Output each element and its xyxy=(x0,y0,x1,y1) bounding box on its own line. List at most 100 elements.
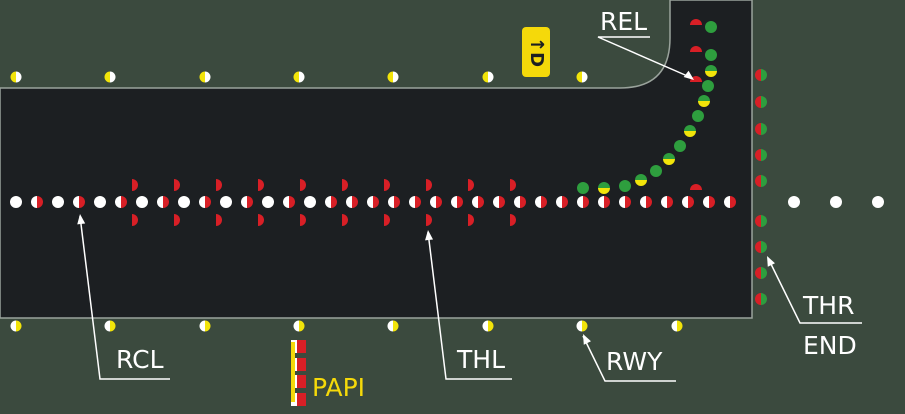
leader-lines xyxy=(77,36,862,382)
taxiway-edge-light xyxy=(293,71,305,83)
centerline-light-white-red xyxy=(430,196,442,208)
threshold-end-light xyxy=(755,69,767,81)
thl-light-upper xyxy=(426,179,432,191)
centerline-light-white-red xyxy=(556,196,568,208)
centerline-light-white-red xyxy=(241,196,253,208)
runway-edge-light xyxy=(482,320,494,332)
papi-light-red xyxy=(297,358,306,371)
thl-light-upper xyxy=(174,179,180,191)
papi-light-red xyxy=(297,340,306,353)
lead-off-light-green-yellow xyxy=(635,174,647,186)
leader-rcl-arrowhead xyxy=(77,214,86,225)
taxiway-edge-light xyxy=(387,71,399,83)
centerline-light-white-red xyxy=(598,196,610,208)
thl-light-lower xyxy=(300,214,306,226)
papi-light-red xyxy=(297,393,306,406)
centerline-light-white-red xyxy=(493,196,505,208)
lead-off-light-green xyxy=(619,180,631,192)
papi-light-white xyxy=(291,393,302,406)
lead-off-light-green xyxy=(692,110,704,122)
leader-rwy xyxy=(582,335,676,382)
lead-off-light-green xyxy=(705,21,717,33)
lead-off-light-green xyxy=(650,165,662,177)
centerline-light-white-red xyxy=(31,196,43,208)
centerline-light-white-red xyxy=(472,196,484,208)
lead-off-light-green-yellow xyxy=(698,95,710,107)
leader-rel xyxy=(597,36,693,79)
label-end: END xyxy=(803,331,857,360)
rel-light xyxy=(690,76,702,82)
centerline-light-white xyxy=(262,196,274,208)
lead-off-light-green-yellow xyxy=(684,125,696,137)
pavement xyxy=(0,0,753,319)
label-rwy: RWY xyxy=(606,347,663,376)
threshold-end-light xyxy=(755,241,767,253)
centerline-light-white-red xyxy=(73,196,85,208)
runway-edge-light xyxy=(671,320,683,332)
runway-edge-light xyxy=(293,320,305,332)
centerline-light-white xyxy=(10,196,22,208)
label-thl: THL xyxy=(456,345,505,374)
threshold-end-light xyxy=(755,293,767,305)
centerline-light-white xyxy=(178,196,190,208)
leader-thl-arrowhead xyxy=(425,230,434,241)
centerline-light-white-red xyxy=(661,196,673,208)
runway-edge-light xyxy=(199,320,211,332)
centerline-light-white-red xyxy=(325,196,337,208)
thl-light-upper xyxy=(258,179,264,191)
threshold-end-light xyxy=(755,149,767,161)
label-rel: REL xyxy=(600,7,647,36)
thl-light-lower xyxy=(216,214,222,226)
thl-light-lower xyxy=(132,214,138,226)
centerline-light-white-red xyxy=(157,196,169,208)
runway-edge-light xyxy=(387,320,399,332)
centerline-light-white-red xyxy=(535,196,547,208)
centerline-light-white-red xyxy=(367,196,379,208)
centerline-light-white-red xyxy=(115,196,127,208)
centerline-light-white xyxy=(94,196,106,208)
leader-rcl xyxy=(79,215,170,380)
thl-light-lower xyxy=(510,214,516,226)
taxiway-edge-light xyxy=(576,71,588,83)
papi-light-yellow-strip xyxy=(291,342,295,402)
centerline-light-white-red xyxy=(619,196,631,208)
papi-light-red xyxy=(297,375,306,388)
leader-rwy-arrowhead xyxy=(583,334,591,345)
leader-thl xyxy=(427,231,512,380)
threshold-end-light xyxy=(755,123,767,135)
lead-off-light-green-yellow xyxy=(663,153,675,165)
threshold-end-light xyxy=(755,175,767,187)
papi-light-white xyxy=(291,358,302,371)
papi-unit xyxy=(291,340,306,406)
centerline-light-white xyxy=(220,196,232,208)
approach-light-white xyxy=(788,196,800,208)
approach-light-white xyxy=(872,196,884,208)
papi-light-white xyxy=(291,375,302,388)
label-thr: THR xyxy=(802,291,854,320)
thl-light-upper xyxy=(300,179,306,191)
sign-glyph: ↑D xyxy=(526,37,547,67)
sign-panel xyxy=(522,27,550,77)
thl-light-upper xyxy=(132,179,138,191)
centerline-light-white-red xyxy=(409,196,421,208)
approach-light-white xyxy=(830,196,842,208)
threshold-end-light xyxy=(755,267,767,279)
runway-edge-light xyxy=(104,320,116,332)
label-papi: PAPI xyxy=(312,373,365,402)
centerline-light-white-red xyxy=(577,196,589,208)
papi-light-white xyxy=(291,340,302,353)
taxiway-edge-light xyxy=(104,71,116,83)
centerline-light-white-red xyxy=(346,196,358,208)
lead-off-light-green-yellow xyxy=(598,182,610,194)
thl-light-lower xyxy=(468,214,474,226)
thl-light-upper xyxy=(384,179,390,191)
thl-light-lower xyxy=(384,214,390,226)
lights-layer xyxy=(10,19,884,332)
threshold-end-light xyxy=(755,96,767,108)
centerline-light-white xyxy=(304,196,316,208)
rel-light xyxy=(690,46,702,52)
centerline-light-white-red xyxy=(682,196,694,208)
centerline-light-white-red xyxy=(199,196,211,208)
lead-off-light-green xyxy=(702,80,714,92)
